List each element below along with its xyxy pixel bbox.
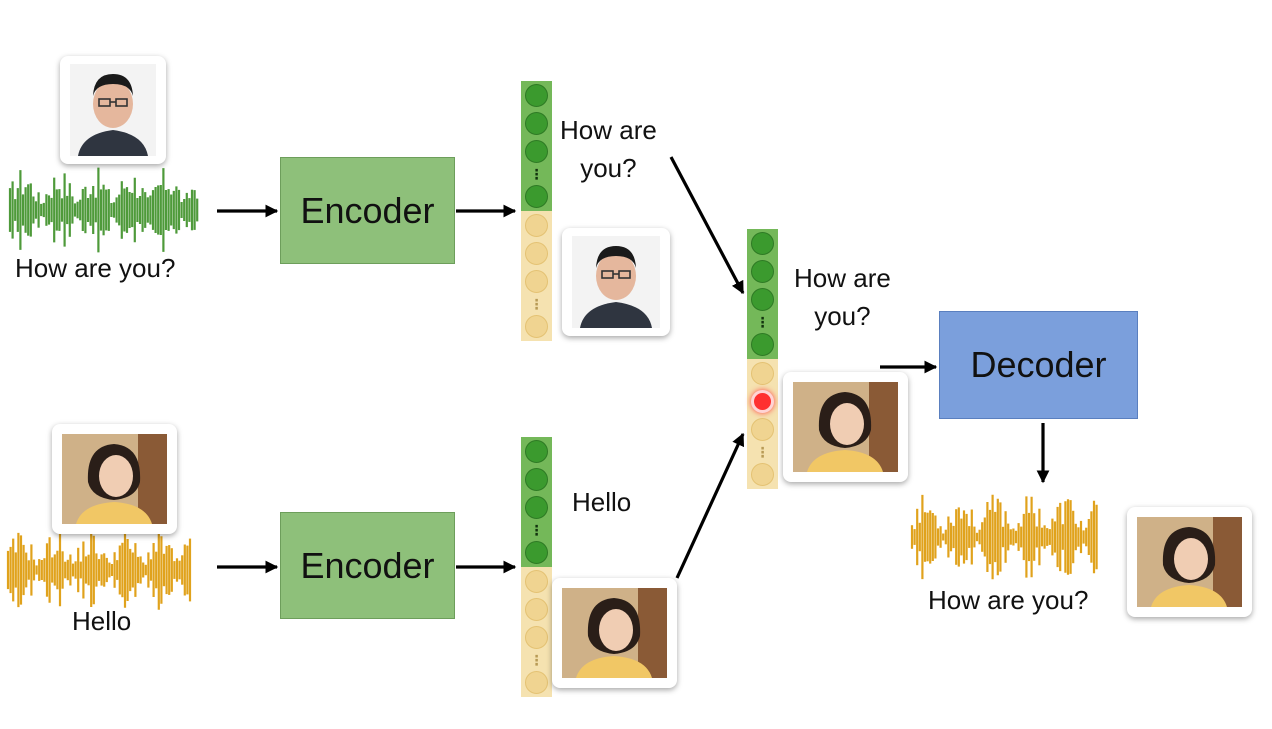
waveform-output xyxy=(910,494,1098,580)
input-caption-top: How are you? xyxy=(15,253,176,283)
content-label-combined: How are you? xyxy=(794,263,891,331)
vector-combined: ⋮ ⋮ xyxy=(747,229,778,489)
arrow-content-to-combined xyxy=(669,156,745,295)
woman-photo-output xyxy=(1127,507,1252,617)
encoder-top: Encoder xyxy=(280,157,455,264)
input-caption-bottom: Hello xyxy=(72,606,132,636)
content-vector-bottom: ⋮ xyxy=(521,437,552,567)
speaker-vector-bottom: ⋮ xyxy=(521,567,552,697)
woman-face-icon xyxy=(62,434,167,524)
woman-face-icon xyxy=(1137,517,1242,607)
vector-top: ⋮ ⋮ xyxy=(521,81,552,341)
vector-bottom: ⋮ ⋮ xyxy=(521,437,552,697)
content-vector-top: ⋮ xyxy=(521,81,552,211)
speaker-vector-combined: ⋮ xyxy=(747,359,778,489)
content-label-bottom: Hello xyxy=(572,487,632,517)
arrow-speaker-to-combined xyxy=(675,432,745,579)
encoder-bottom: Encoder xyxy=(280,512,455,619)
content-label-top: How are you? xyxy=(560,115,657,183)
waveform-green xyxy=(8,167,199,253)
woman-face-icon xyxy=(793,382,898,472)
man-photo-input xyxy=(60,56,166,164)
waveform-orange xyxy=(6,530,192,610)
man-photo-speaker-embedding xyxy=(562,228,670,336)
woman-face-icon xyxy=(562,588,667,678)
woman-photo-combined xyxy=(783,372,908,482)
highlight-dot xyxy=(751,390,774,413)
decoder: Decoder xyxy=(939,311,1138,419)
woman-photo-speaker-embedding xyxy=(552,578,677,688)
speaker-vector-top: ⋮ xyxy=(521,211,552,341)
man-face-icon xyxy=(572,236,660,328)
man-face-icon xyxy=(70,64,156,156)
content-vector-combined: ⋮ xyxy=(747,229,778,359)
woman-photo-input xyxy=(52,424,177,534)
output-caption: How are you? xyxy=(928,585,1089,615)
